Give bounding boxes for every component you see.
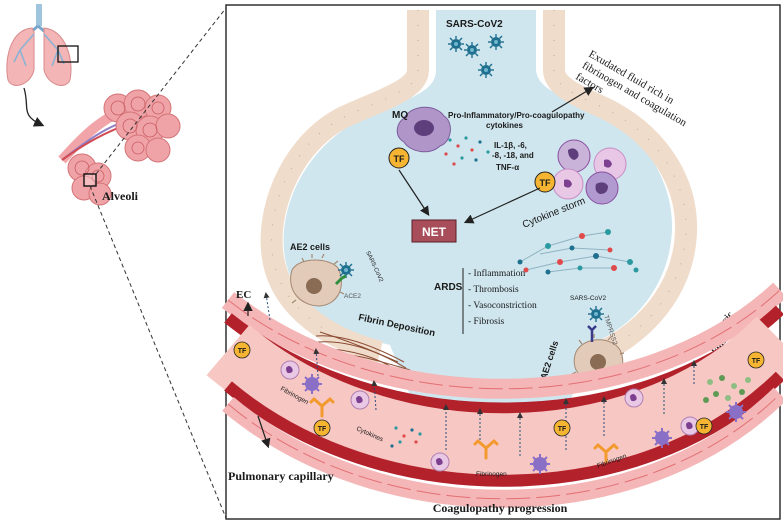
- ae2-left-label: AE2 cells: [290, 242, 330, 252]
- chemotoxic-dots: [703, 375, 751, 403]
- tf-badge-cap-3: TF: [553, 419, 571, 437]
- tmprss2-receptor-icon: [587, 325, 597, 342]
- svg-text:TF: TF: [752, 358, 761, 365]
- macrophage: [396, 106, 451, 153]
- svg-text:- Thrombosis: - Thrombosis: [468, 285, 519, 295]
- ec-label: EC: [236, 289, 251, 301]
- alveolar-wall-right: [543, 10, 698, 360]
- exudate-arrow-icon: [551, 86, 595, 113]
- cytokine-storm-network: [517, 229, 639, 275]
- neutrophil-to-net-arrow-icon: [463, 187, 541, 224]
- alveolar-wall-left: [260, 10, 429, 363]
- tf-badge-cap-1: TF: [233, 341, 251, 359]
- pulmonary-capillary: [206, 282, 783, 508]
- lungs-illustration: [6, 4, 79, 86]
- tf-badge-cap-4: TF: [695, 417, 713, 435]
- svg-text:-8, -18, and: -8, -18, and: [492, 151, 534, 160]
- neutrophil-cluster: [552, 139, 627, 205]
- fibrinogen-label-2: Fibrinogen: [476, 471, 507, 478]
- alveolar-space: [283, 10, 673, 430]
- svg-text:IL-1β, -6,: IL-1β, -6,: [494, 141, 527, 150]
- tf-badge-neutrophil: TF: [534, 171, 556, 193]
- zoom-arrow-icon: [23, 87, 45, 127]
- ards-label: ARDS: [434, 282, 463, 293]
- svg-text:- Inflammation: - Inflammation: [468, 268, 525, 279]
- tf-badge-cap-5: TF: [747, 351, 765, 369]
- svg-text:TF: TF: [238, 348, 247, 355]
- tf-badge-cap-2: TF: [313, 419, 331, 437]
- svg-text:TF: TF: [540, 178, 551, 188]
- pulmonary-capillary-label: Pulmonary capillary: [228, 469, 334, 483]
- ace2-receptor-icon: [334, 274, 347, 286]
- svg-text:NET: NET: [422, 225, 447, 239]
- lung-zoom-box: [57, 45, 79, 63]
- alveolus: [260, 10, 698, 430]
- cytokines-title-line2: cytokines: [486, 121, 523, 130]
- capillary-cytokine-dots: [390, 426, 422, 448]
- svg-text:- Vasoconstriction: - Vasoconstriction: [468, 301, 537, 311]
- mq-to-net-arrow-icon: [398, 169, 430, 217]
- tf-badge-mq: TF: [388, 147, 410, 169]
- virus-top-label: SARS-CoV2: [446, 19, 503, 30]
- ards-list: - Inflammation - Thrombosis - Vasoconstr…: [468, 268, 537, 327]
- cytokines-title-line1: Pro-Inflammatory/Pro-coagulopathy: [448, 111, 585, 120]
- alveoli-zoom-box: [83, 173, 97, 187]
- virus-ae2-left: [337, 261, 355, 279]
- bottom-caption: Coagulopathy progression: [433, 501, 568, 515]
- alveoli-illustration: [58, 89, 181, 206]
- virus-ae2-right: [587, 305, 605, 323]
- zoom-connector-bottom: [89, 185, 227, 519]
- mq-label: MQ: [392, 110, 408, 121]
- svg-text:- Fibrosis: - Fibrosis: [468, 317, 504, 327]
- svg-text:TF: TF: [558, 426, 567, 433]
- svg-text:TNF-α: TNF-α: [496, 163, 519, 172]
- ae2-cell-left: [290, 253, 345, 307]
- svg-text:TF: TF: [700, 424, 709, 431]
- ae2-right-virus-label: SARS-CoV2: [570, 295, 607, 302]
- cytokine-list: IL-1β, -6, -8, -18, and TNF-α: [492, 141, 534, 172]
- net-box: NET: [411, 219, 457, 243]
- ace2-label: ACE2: [344, 293, 361, 300]
- cytokine-dots: [444, 136, 490, 166]
- alveoli-label: Alveoli: [102, 189, 139, 203]
- pulmonary-arrow-icon: [257, 415, 271, 449]
- zoom-connector-top: [95, 7, 227, 175]
- svg-text:TF: TF: [394, 154, 405, 164]
- svg-text:TF: TF: [318, 426, 327, 433]
